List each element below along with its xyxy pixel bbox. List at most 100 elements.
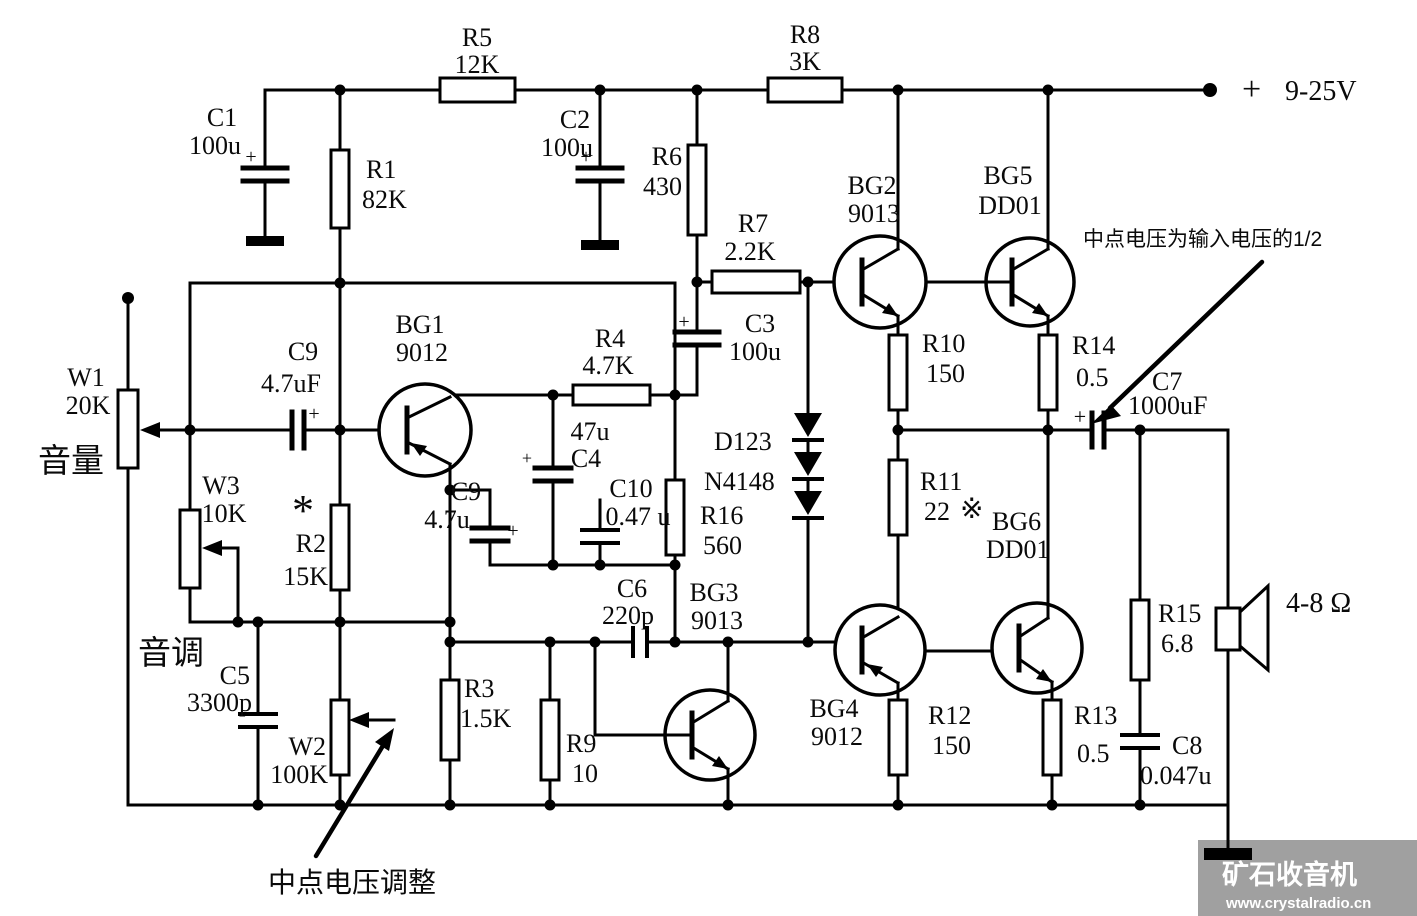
label-c2-val: 100u [541,133,593,162]
resistor-r4 [571,383,652,407]
input-terminal [122,292,134,304]
label-r15-val: 6.8 [1161,629,1194,658]
label-c1-ref: C1 [207,103,237,132]
resistor-r13 [1041,698,1063,807]
label-w2-val: 100K [270,760,328,789]
c9a-polarity-plus: + [308,403,319,425]
diode-1 [794,413,822,437]
bg3-emitter-arrow [712,756,728,769]
label-r14-ref: R14 [1072,331,1115,360]
resistor-r11 [887,428,909,619]
label-bg1-val: 9012 [396,338,448,367]
watermark: 矿石收音机 www.crystalradio.cn [1222,859,1371,912]
potentiometer-w3 [178,508,240,624]
ground-bar-c1 [246,236,284,246]
label-r3-ref: R3 [464,674,494,703]
resistor-r1 [329,88,351,432]
bg1-emitter-arrow [411,443,427,456]
volume-label: 音量 [38,442,104,479]
adjust-annotation-text: 中点电压调整 [268,867,436,898]
label-bg3-val: 9013 [691,606,743,635]
label-r6-ref: R6 [652,142,682,171]
midpoint-arrowhead [1091,405,1121,424]
w2-wiper-arrow [349,712,369,728]
label-c9b-ref: C9 [451,477,481,506]
label-r1-val: 82K [362,185,407,214]
capacitor-c1 [240,88,290,246]
diode-2 [794,452,822,476]
transistor-bg6 [990,428,1084,702]
transistor-bg5 [924,88,1076,337]
speaker-cone [1238,582,1270,674]
label-c5-val: 3300p [187,688,252,717]
label-r10-val: 150 [926,359,965,388]
bg6-emitter-arrow [1036,669,1052,682]
resistor-r15 [1129,428,1151,737]
label-bg4-val: 9012 [811,722,863,751]
watermark-url: www.crystalradio.cn [1225,895,1371,912]
label-c3-val: 100u [729,337,781,366]
tone-label: 音调 [138,634,204,671]
w3-wiper-arrow [202,540,222,556]
r11-ref-mark: ※ [960,494,983,525]
feedback-loop-wires [188,281,677,624]
label-c5-ref: C5 [220,661,250,690]
label-c9a-val: 4.7uF [261,369,321,398]
label-r4-ref: R4 [595,324,625,353]
label-c8-val: 0.047u [1140,761,1212,790]
top-power-rail [263,83,1217,97]
supply-terminal [1203,83,1217,97]
label-w3-ref: W3 [202,471,240,500]
label-bg4-ref: BG4 [809,694,858,723]
label-r9-val: 10 [572,759,598,788]
label-r5-val: 12K [455,50,500,79]
labels: + 9-25V R5 12K R8 3K C1 100u + R1 82K C2… [38,20,1357,898]
c2-polarity-plus: + [580,146,591,168]
resistor-r14 [1037,333,1059,432]
speaker [1214,428,1270,807]
label-r10-ref: R10 [922,329,965,358]
label-bg1-ref: BG1 [395,310,444,339]
resistor-r5 [438,76,517,104]
resistor-r9 [539,640,561,807]
w1-wiper-arrow [140,422,160,438]
label-w1-val: 20K [66,391,111,420]
label-c7-ref: C7 [1152,367,1182,396]
label-r8-val: 3K [789,47,821,76]
resistor-r6 [686,88,708,332]
label-r1-ref: R1 [366,155,396,184]
label-c4-val: 47u [571,417,610,446]
label-c1-val: 100u [189,131,241,160]
label-c3-ref: C3 [745,309,775,338]
c3-polarity-plus: + [678,311,689,333]
label-r2-ref: R2 [296,529,326,558]
bg4-emitter-arrow [867,664,883,677]
resistor-r10 [887,333,909,432]
signal-wires [448,393,1230,653]
label-bg6-val: DD01 [986,535,1050,564]
label-r14-val: 0.5 [1076,363,1109,392]
junction-dots [184,84,1146,811]
label-r8-ref: R8 [790,20,820,49]
capacitor-c9-bypass [448,488,511,567]
label-w2-ref: W2 [288,732,326,761]
resistor-r12 [887,698,909,807]
r2-star-mark: * [292,486,314,535]
label-r9-ref: R9 [566,729,596,758]
capacitor-c2 [575,88,625,250]
label-r13-val: 0.5 [1077,739,1110,768]
label-c8-ref: C8 [1172,731,1202,760]
label-r7-val: 2.2K [724,237,776,266]
label-bg5-ref: BG5 [983,161,1032,190]
ground-bar-c2 [581,240,619,250]
label-bg2-val: 9013 [848,199,900,228]
bg2-emitter-arrow [882,303,898,316]
label-r13-ref: R13 [1074,701,1117,730]
potentiometer-w1 [116,292,294,807]
annotation-adjust-arrow [313,728,394,859]
label-c6-val: 220p [602,601,654,630]
resistor-r16 [664,478,686,644]
label-r5-ref: R5 [462,23,492,52]
